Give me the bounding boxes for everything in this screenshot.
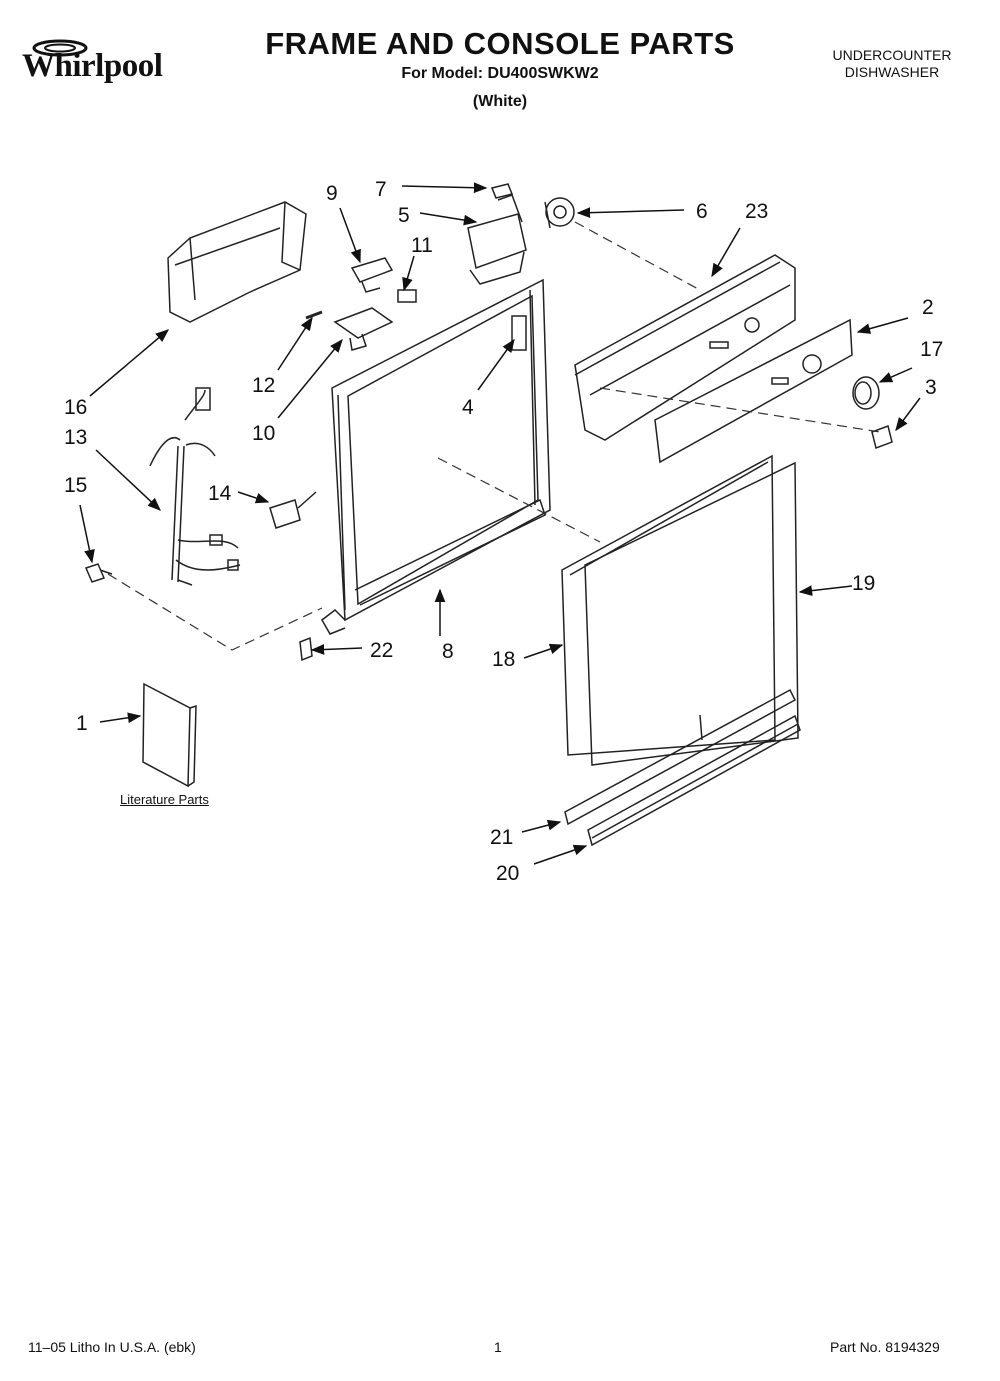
callout-15: 15	[64, 474, 87, 497]
part-18-door-panel	[561, 454, 776, 756]
footer-part-number: Part No. 8194329	[830, 1339, 940, 1355]
callout-13: 13	[64, 426, 87, 449]
callout-6: 6	[696, 200, 708, 223]
part-6-knob	[544, 197, 575, 229]
callout-12: 12	[252, 374, 275, 397]
callout-3: 3	[925, 376, 937, 399]
part-4-clip	[511, 315, 527, 351]
alignment-lines	[107, 221, 881, 651]
part-15-screw	[84, 563, 113, 583]
whirlpool-logo: Whirlpool	[22, 34, 197, 94]
part-13-wire-harness	[149, 387, 241, 586]
product-line-1: UNDERCOUNTER	[832, 47, 952, 63]
part-11-connector	[397, 289, 417, 303]
part-10-bracket	[333, 307, 394, 351]
callout-14: 14	[208, 482, 232, 505]
callout-9: 9	[326, 182, 338, 205]
part-12-pin	[305, 310, 323, 320]
callout-16: 16	[64, 396, 87, 419]
part-19-outer-panel	[584, 461, 799, 766]
logo-swoosh-icon	[32, 39, 88, 57]
callout-8: 8	[442, 640, 454, 663]
product-type: UNDERCOUNTER DISHWASHER	[812, 47, 972, 81]
callout-2: 2	[922, 296, 934, 319]
part-22-clip	[299, 636, 313, 662]
footer-litho: 11–05 Litho In U.S.A. (ebk)	[28, 1339, 196, 1355]
part-8-door-frame	[321, 278, 551, 635]
product-line-2: DISHWASHER	[844, 64, 940, 80]
part-7-screw	[490, 183, 514, 199]
color-note: (White)	[472, 93, 528, 110]
part-17-knob	[852, 376, 880, 410]
callout-1: 1	[76, 712, 88, 735]
callout-20: 20	[496, 862, 519, 885]
footer-page-number: 1	[494, 1339, 502, 1355]
part-3-button	[871, 425, 893, 449]
brand-name: Whirlpool	[22, 48, 163, 84]
page-title: FRAME AND CONSOLE PARTS	[265, 26, 735, 61]
model-subtitle: For Model: DU400SWKW2	[401, 65, 599, 82]
callout-22: 22	[370, 639, 393, 662]
literature-parts-label: Literature Parts	[120, 792, 209, 807]
callout-4: 4	[462, 396, 474, 419]
part-20-bottom-trim	[587, 714, 801, 847]
callout-10: 10	[252, 422, 275, 445]
part-23-console	[574, 254, 796, 441]
callout-23: 23	[745, 200, 768, 223]
part-9-switch	[350, 257, 394, 293]
leader-arrows	[79, 182, 921, 865]
callout-labels: 7 9 5 11 6 23 2 17 3 12 10 4 16 13 15 14…	[64, 178, 943, 885]
callout-19: 19	[852, 572, 875, 595]
part-21-trim-strip	[564, 688, 796, 826]
part-16-cover	[167, 201, 307, 323]
callout-5: 5	[398, 204, 410, 227]
part-1-literature	[142, 682, 197, 788]
callout-7: 7	[375, 178, 387, 201]
callout-17: 17	[920, 338, 943, 361]
part-5-latch	[467, 194, 527, 285]
callout-18: 18	[492, 648, 515, 671]
part-2-panel-overlay	[654, 318, 853, 464]
callout-21: 21	[490, 826, 513, 849]
callout-11: 11	[411, 234, 433, 257]
part-14-connector	[269, 491, 317, 529]
